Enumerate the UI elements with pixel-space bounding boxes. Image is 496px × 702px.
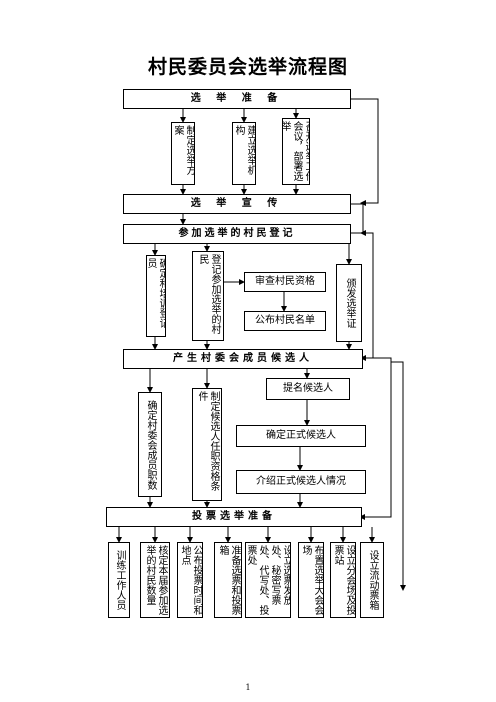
cand-item-positions: 确定村委会成员职数 [138,392,162,497]
reg-item-issue-certificate: 颁发选举证 [336,264,362,342]
vote-item-publish-time: 公布投票时间和地点 [177,542,203,618]
cand-step-introduce: 介绍正式候选人情况 [236,470,366,494]
reg-item-registrars: 确定和培训登记员 [146,255,166,337]
stage-voter-registration: 参加选举的村民登记 [123,224,351,244]
stage-election-prep: 选 举 准 备 [123,89,351,109]
vote-item-mobile-box: 设立流动票箱 [360,542,384,618]
prep-item-plan: 制定选举方案 [171,122,195,185]
stage-candidates: 产生村委会成员候选人 [123,349,363,369]
reg-step-publish-list: 公布村民名单 [244,311,326,331]
page-number: 1 [245,683,251,692]
vote-item-booths: 设立选票发放处、秘密写票处、代写处、投票处 [245,542,291,618]
vote-item-venue: 布置选举大会会场 [298,542,324,618]
vote-item-verify-count: 核定本届参加选举的村民数量 [140,542,170,618]
cand-step-confirm: 确定正式候选人 [236,425,366,447]
stage-election-publicity: 选 举 宣 传 [123,194,351,214]
reg-step-review: 审查村民资格 [244,272,326,292]
reg-item-register-villagers: 登记参加选举的村民 [192,251,224,341]
stage-voting-prep: 投票选举准备 [106,507,362,527]
prep-item-meeting: 召开选举工作会议，部署选举 [282,118,310,185]
vote-item-ballots-box: 准备选票和投票箱 [214,542,242,618]
cand-step-nominate: 提名候选人 [266,378,350,400]
vote-item-train-staff: 训练工作人员 [108,542,130,618]
cand-item-qualifications: 制定候选人任职资格条件 [192,388,222,501]
page-title: 村民委员会选举流程图 [147,56,348,78]
prep-item-agency: 建立选举机构 [232,122,256,185]
vote-item-substations: 设立分会场及投票站 [330,542,356,618]
